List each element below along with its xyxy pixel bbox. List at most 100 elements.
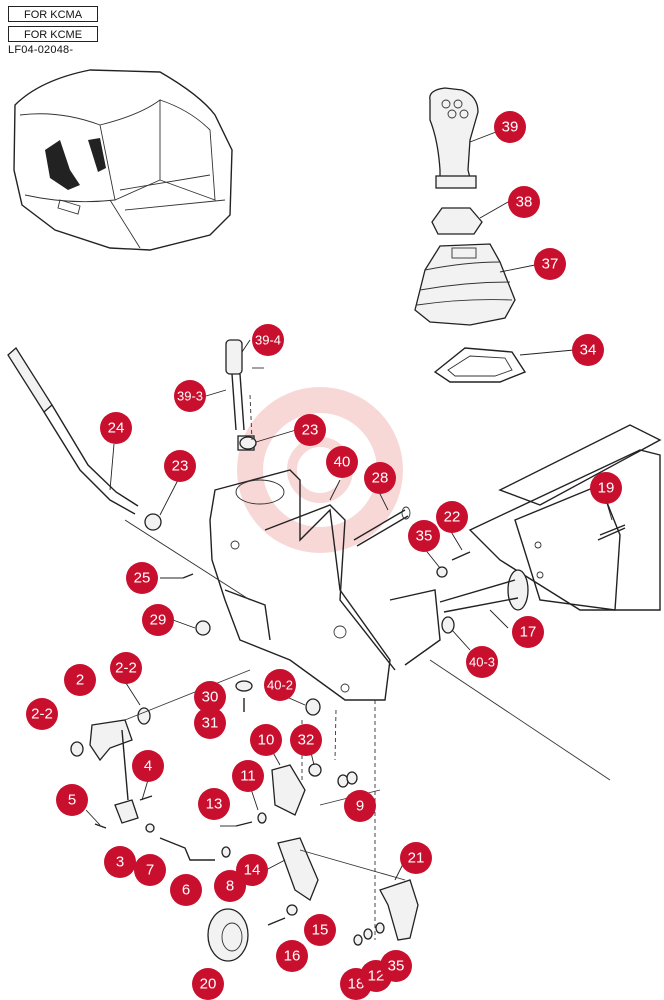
callout-7[interactable]: 7 — [134, 854, 166, 886]
callout-5[interactable]: 5 — [56, 784, 88, 816]
svg-text:13: 13 — [206, 796, 223, 813]
svg-text:2-2: 2-2 — [31, 706, 53, 723]
svg-text:18: 18 — [348, 976, 365, 993]
callout-28[interactable]: 28 — [364, 462, 396, 494]
callout-23-left[interactable]: 23 — [164, 450, 196, 482]
callout-21[interactable]: 21 — [400, 842, 432, 874]
svg-text:37: 37 — [542, 256, 559, 273]
svg-text:22: 22 — [444, 509, 461, 526]
svg-text:2: 2 — [76, 672, 84, 689]
svg-text:11: 11 — [240, 768, 256, 785]
svg-text:40: 40 — [334, 454, 351, 471]
seat-plate — [468, 424, 662, 611]
callout-19[interactable]: 19 — [590, 472, 622, 504]
callout-10[interactable]: 10 — [250, 724, 282, 756]
callout-25[interactable]: 25 — [126, 562, 158, 594]
callout-2[interactable]: 2 — [64, 664, 96, 696]
svg-text:39-3: 39-3 — [177, 389, 203, 404]
callout-3[interactable]: 3 — [104, 846, 136, 878]
callout-40-3[interactable]: 40-3 — [466, 646, 498, 678]
callout-38[interactable]: 38 — [508, 186, 540, 218]
callout-22[interactable]: 22 — [436, 501, 468, 533]
flanged-shaft — [439, 569, 529, 613]
svg-text:39-4: 39-4 — [255, 333, 281, 348]
tag-kcme: FOR KCME — [8, 26, 98, 42]
svg-text:17: 17 — [520, 624, 537, 641]
svg-text:25: 25 — [134, 570, 151, 587]
svg-text:19: 19 — [598, 480, 615, 497]
callout-39-3[interactable]: 39-3 — [174, 380, 206, 412]
callout-20[interactable]: 20 — [192, 968, 224, 1000]
callout-2-2-upper[interactable]: 2-2 — [110, 652, 142, 684]
svg-text:14: 14 — [244, 862, 261, 879]
svg-text:4: 4 — [144, 758, 152, 775]
svg-text:35: 35 — [416, 528, 433, 545]
callout-23-top[interactable]: 23 — [294, 414, 326, 446]
svg-text:6: 6 — [182, 882, 190, 899]
svg-text:39: 39 — [502, 119, 519, 136]
callout-13[interactable]: 13 — [198, 788, 230, 820]
callout-35-mid[interactable]: 35 — [408, 520, 440, 552]
svg-text:16: 16 — [284, 948, 301, 965]
svg-text:23: 23 — [302, 422, 319, 439]
callout-15[interactable]: 15 — [304, 914, 336, 946]
callout-37[interactable]: 37 — [534, 248, 566, 280]
callout-14[interactable]: 14 — [236, 854, 268, 886]
rubber-boot — [414, 243, 516, 326]
svg-text:35: 35 — [388, 958, 405, 975]
joystick-grip — [429, 87, 479, 189]
callout-31[interactable]: 31 — [194, 707, 226, 739]
callout-34[interactable]: 34 — [572, 334, 604, 366]
leader-lines — [85, 131, 613, 881]
svg-text:38: 38 — [516, 194, 533, 211]
callout-29[interactable]: 29 — [142, 604, 174, 636]
callout-4[interactable]: 4 — [132, 750, 164, 782]
boot-frame — [433, 347, 527, 383]
svg-text:28: 28 — [372, 470, 389, 487]
svg-text:21: 21 — [408, 850, 425, 867]
svg-text:15: 15 — [312, 922, 329, 939]
svg-text:10: 10 — [258, 732, 275, 749]
callout-40-2[interactable]: 40-2 — [264, 669, 296, 701]
svg-text:30: 30 — [202, 689, 219, 706]
shaft — [353, 506, 411, 547]
svg-text:20: 20 — [200, 976, 217, 993]
callout-8[interactable]: 8 — [214, 870, 246, 902]
tag-kcma: FOR KCMA — [8, 6, 98, 22]
callout-11[interactable]: 11 — [232, 760, 264, 792]
svg-text:5: 5 — [68, 792, 76, 809]
svg-text:2-2: 2-2 — [115, 660, 137, 677]
lever — [7, 347, 139, 515]
svg-text:31: 31 — [202, 715, 219, 732]
callout-39[interactable]: 39 — [494, 111, 526, 143]
svg-text:8: 8 — [226, 878, 234, 895]
svg-text:40-3: 40-3 — [469, 655, 495, 670]
svg-text:7: 7 — [146, 862, 154, 879]
hardware — [70, 436, 626, 962]
svg-text:9: 9 — [356, 798, 364, 815]
callout-24[interactable]: 24 — [100, 412, 132, 444]
svg-text:34: 34 — [580, 342, 597, 359]
callout-40[interactable]: 40 — [326, 446, 358, 478]
callout-35-bottom[interactable]: 35 — [380, 950, 412, 982]
svg-text:40-2: 40-2 — [267, 678, 293, 693]
svg-text:12: 12 — [368, 968, 385, 985]
callout-2-2-left[interactable]: 2-2 — [26, 698, 58, 730]
svg-text:3: 3 — [116, 854, 124, 871]
callouts: 39 38 37 34 39-4 39-3 23 24 23 40 28 19 … — [26, 111, 622, 1000]
callout-32[interactable]: 32 — [290, 724, 322, 756]
callout-16[interactable]: 16 — [276, 940, 308, 972]
drawing-code: LF04-02048- — [8, 44, 74, 56]
svg-text:23: 23 — [172, 458, 189, 475]
svg-text:32: 32 — [298, 732, 315, 749]
main-bracket — [209, 469, 441, 701]
callout-9[interactable]: 9 — [344, 790, 376, 822]
callout-30[interactable]: 30 — [194, 681, 226, 713]
callout-17[interactable]: 17 — [512, 616, 544, 648]
callout-39-4[interactable]: 39-4 — [252, 324, 284, 356]
svg-text:24: 24 — [108, 420, 125, 437]
callout-6[interactable]: 6 — [170, 874, 202, 906]
boot-cap — [431, 207, 483, 235]
cab-thumbnail — [13, 69, 233, 251]
